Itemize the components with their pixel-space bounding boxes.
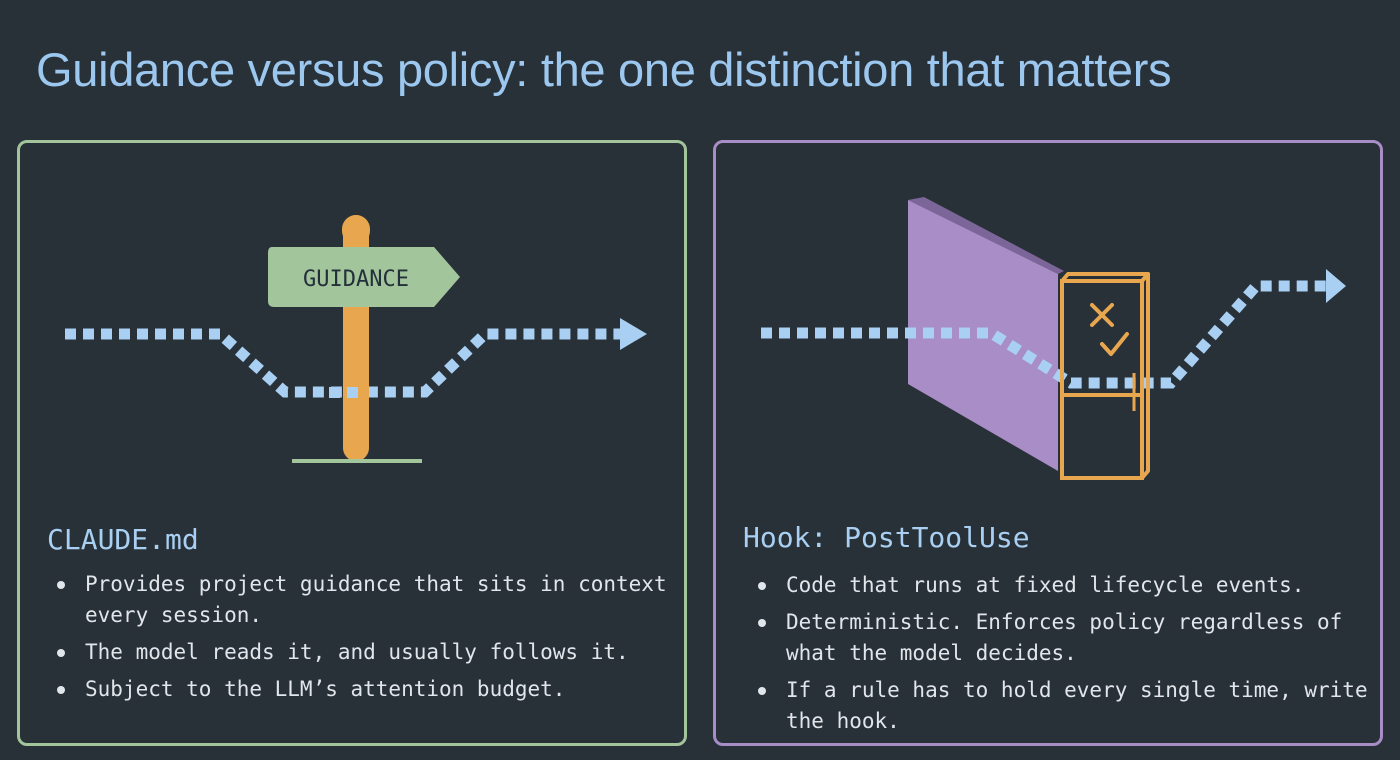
list-item: If a rule has to hold every single time,… [757, 675, 1377, 737]
policy-illustration [761, 197, 1346, 480]
hook-heading: Hook: PostToolUse [743, 521, 1030, 554]
dotted-path-arrow-icon [65, 328, 620, 398]
guidance-bullet-list: Provides project guidance that sits in c… [56, 569, 676, 711]
x-mark-icon [1090, 303, 1114, 327]
list-item: The model reads it, and usually follows … [56, 637, 676, 668]
guidance-panel: GUIDANCE CLAUDE.md Provides project guid… [17, 140, 687, 746]
check-mark-icon [1100, 332, 1129, 356]
list-item: Provides project guidance that sits in c… [56, 569, 676, 631]
guidance-illustration: GUIDANCE [65, 215, 647, 463]
page-title: Guidance versus policy: the one distinct… [36, 43, 1172, 96]
signpost-icon: GUIDANCE [268, 215, 460, 463]
list-item: Code that runs at fixed lifecycle events… [757, 570, 1377, 601]
claude-md-heading: CLAUDE.md [47, 523, 199, 556]
policy-bullet-list: Code that runs at fixed lifecycle events… [757, 570, 1377, 743]
arrow-head-icon [620, 318, 647, 350]
policy-panel: Hook: PostToolUse Code that runs at fixe… [713, 140, 1383, 746]
list-item: Subject to the LLM’s attention budget. [56, 674, 676, 705]
dotted-path-arrow-icon [761, 280, 1328, 389]
list-item: Deterministic. Enforces policy regardles… [757, 607, 1377, 669]
arrow-head-icon [1326, 269, 1346, 303]
sign-label: GUIDANCE [303, 267, 409, 292]
checkpoint-gate-icon [1060, 272, 1150, 480]
